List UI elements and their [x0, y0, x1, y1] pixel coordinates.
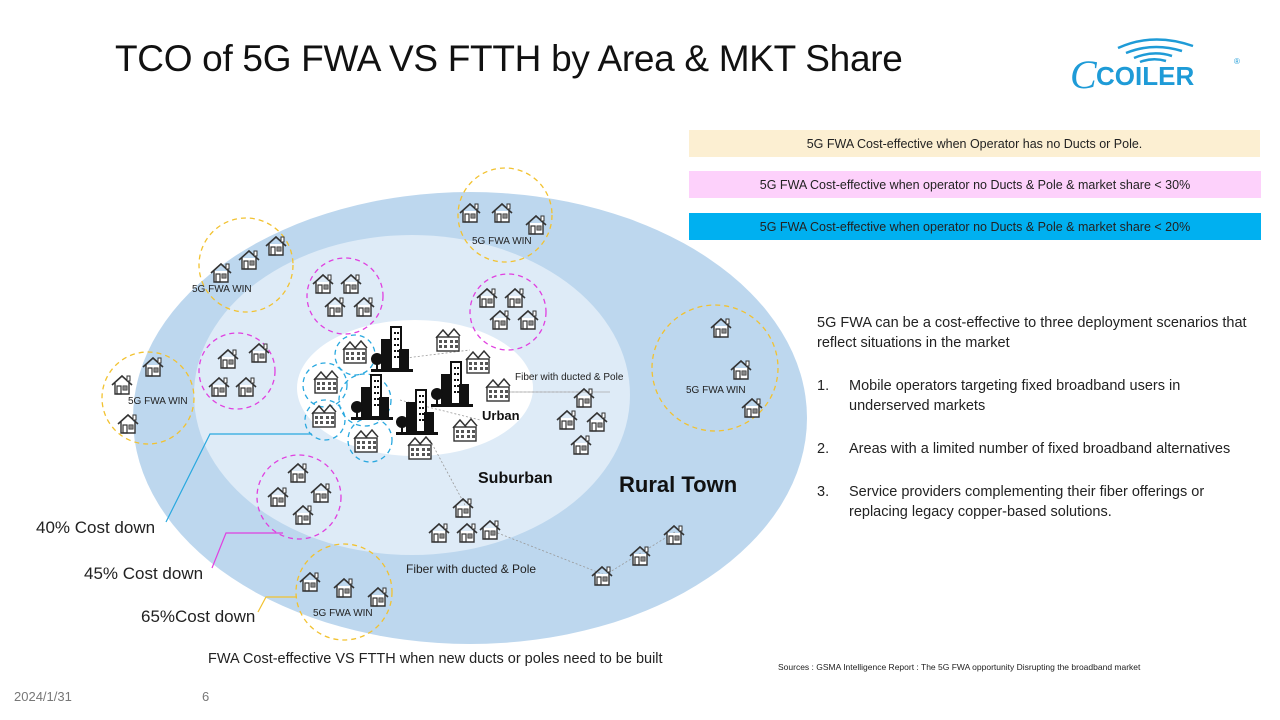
- fwa-win-label: 5G FWA WIN: [192, 284, 252, 295]
- rural-town-label: Rural Town: [619, 472, 738, 497]
- slide-title: TCO of 5G FWA VS FTTH by Area & MKT Shar…: [115, 38, 903, 79]
- urban-label: Urban: [482, 408, 520, 423]
- diagram-caption: FWA Cost-effective VS FTTH when new duct…: [208, 651, 663, 667]
- deployment-scenarios: 5G FWA can be a cost-effective to three …: [817, 313, 1257, 545]
- fwa-win-label: 5G FWA WIN: [686, 385, 746, 396]
- svg-text:C: C: [1070, 52, 1098, 96]
- coiler-logo: C COILER ®: [1068, 34, 1243, 97]
- slide-number: 6: [202, 689, 210, 704]
- legend-share-30: 5G FWA Cost-effective when operator no D…: [689, 171, 1261, 198]
- cost-down-45: 45% Cost down: [84, 564, 204, 583]
- signal-waves-icon: C COILER ®: [1070, 38, 1240, 97]
- source-note: Sources : GSMA Intelligence Report : The…: [778, 662, 1141, 672]
- suburban-label: Suburban: [478, 470, 553, 487]
- fwa-win-label: 5G FWA WIN: [128, 396, 188, 407]
- legend-no-ducts: 5G FWA Cost-effective when Operator has …: [689, 130, 1260, 157]
- legend-share-20: 5G FWA Cost-effective when operator no D…: [689, 213, 1261, 240]
- scenario-item: 1. Mobile operators targeting fixed broa…: [817, 378, 1181, 414]
- svg-text:®: ®: [1234, 57, 1240, 66]
- scenario-item: 3. Service providers complementing their…: [817, 484, 1205, 520]
- fwa-circle: [198, 217, 294, 313]
- fwa-win-label: 5G FWA WIN: [313, 608, 373, 619]
- fiber-urban-label: Fiber with ducted & Pole: [515, 372, 624, 383]
- scenario-item: 2. Areas with a limited number of fixed …: [817, 441, 1231, 457]
- fiber-suburban-label: Fiber with ducted & Pole: [406, 562, 537, 576]
- svg-text:COILER: COILER: [1096, 61, 1194, 91]
- cost-down-40: 40% Cost down: [36, 518, 156, 537]
- fwa-win-label: 5G FWA WIN: [472, 236, 532, 247]
- scenarios-intro: 5G FWA can be a cost-effective to three …: [817, 315, 1247, 351]
- slide-date: 2024/1/31: [14, 689, 72, 704]
- cost-down-65: 65%Cost down: [141, 607, 256, 626]
